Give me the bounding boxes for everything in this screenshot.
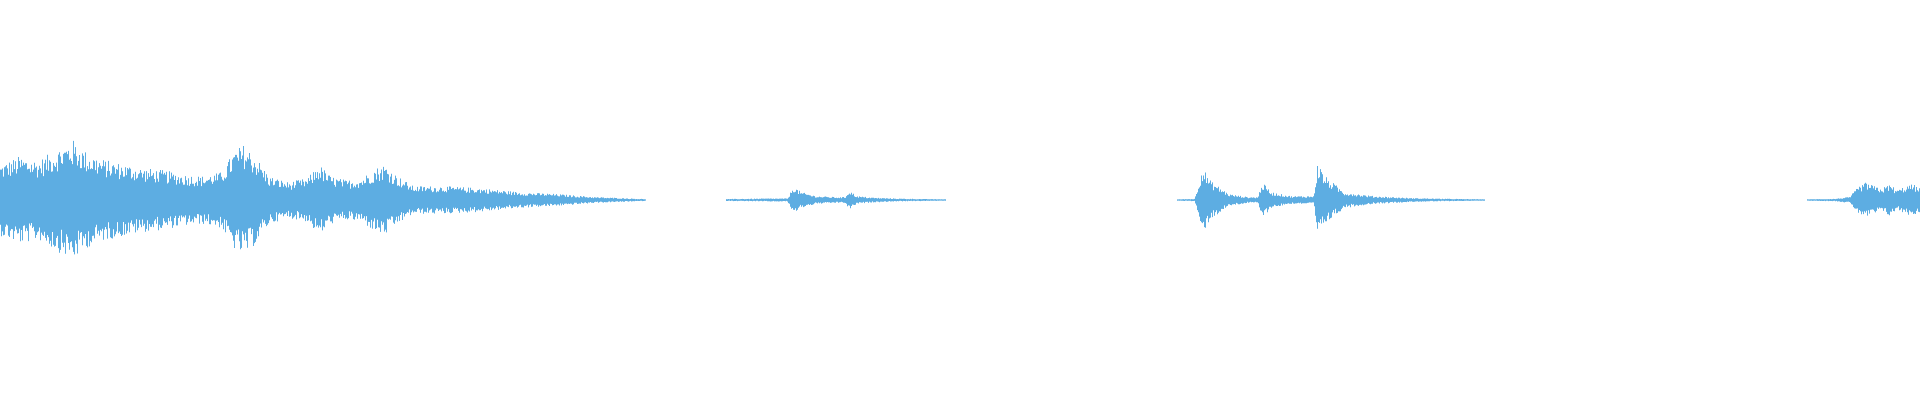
waveform-segment-4 <box>1807 182 1920 216</box>
waveform-segment-2 <box>726 189 946 211</box>
waveform-peaks <box>1177 166 1485 229</box>
waveform-peaks <box>1807 182 1920 216</box>
waveform-peaks <box>0 140 646 255</box>
waveform-peaks <box>726 189 946 211</box>
waveform-segment-3 <box>1177 166 1485 229</box>
waveform-segment-1 <box>0 140 646 255</box>
